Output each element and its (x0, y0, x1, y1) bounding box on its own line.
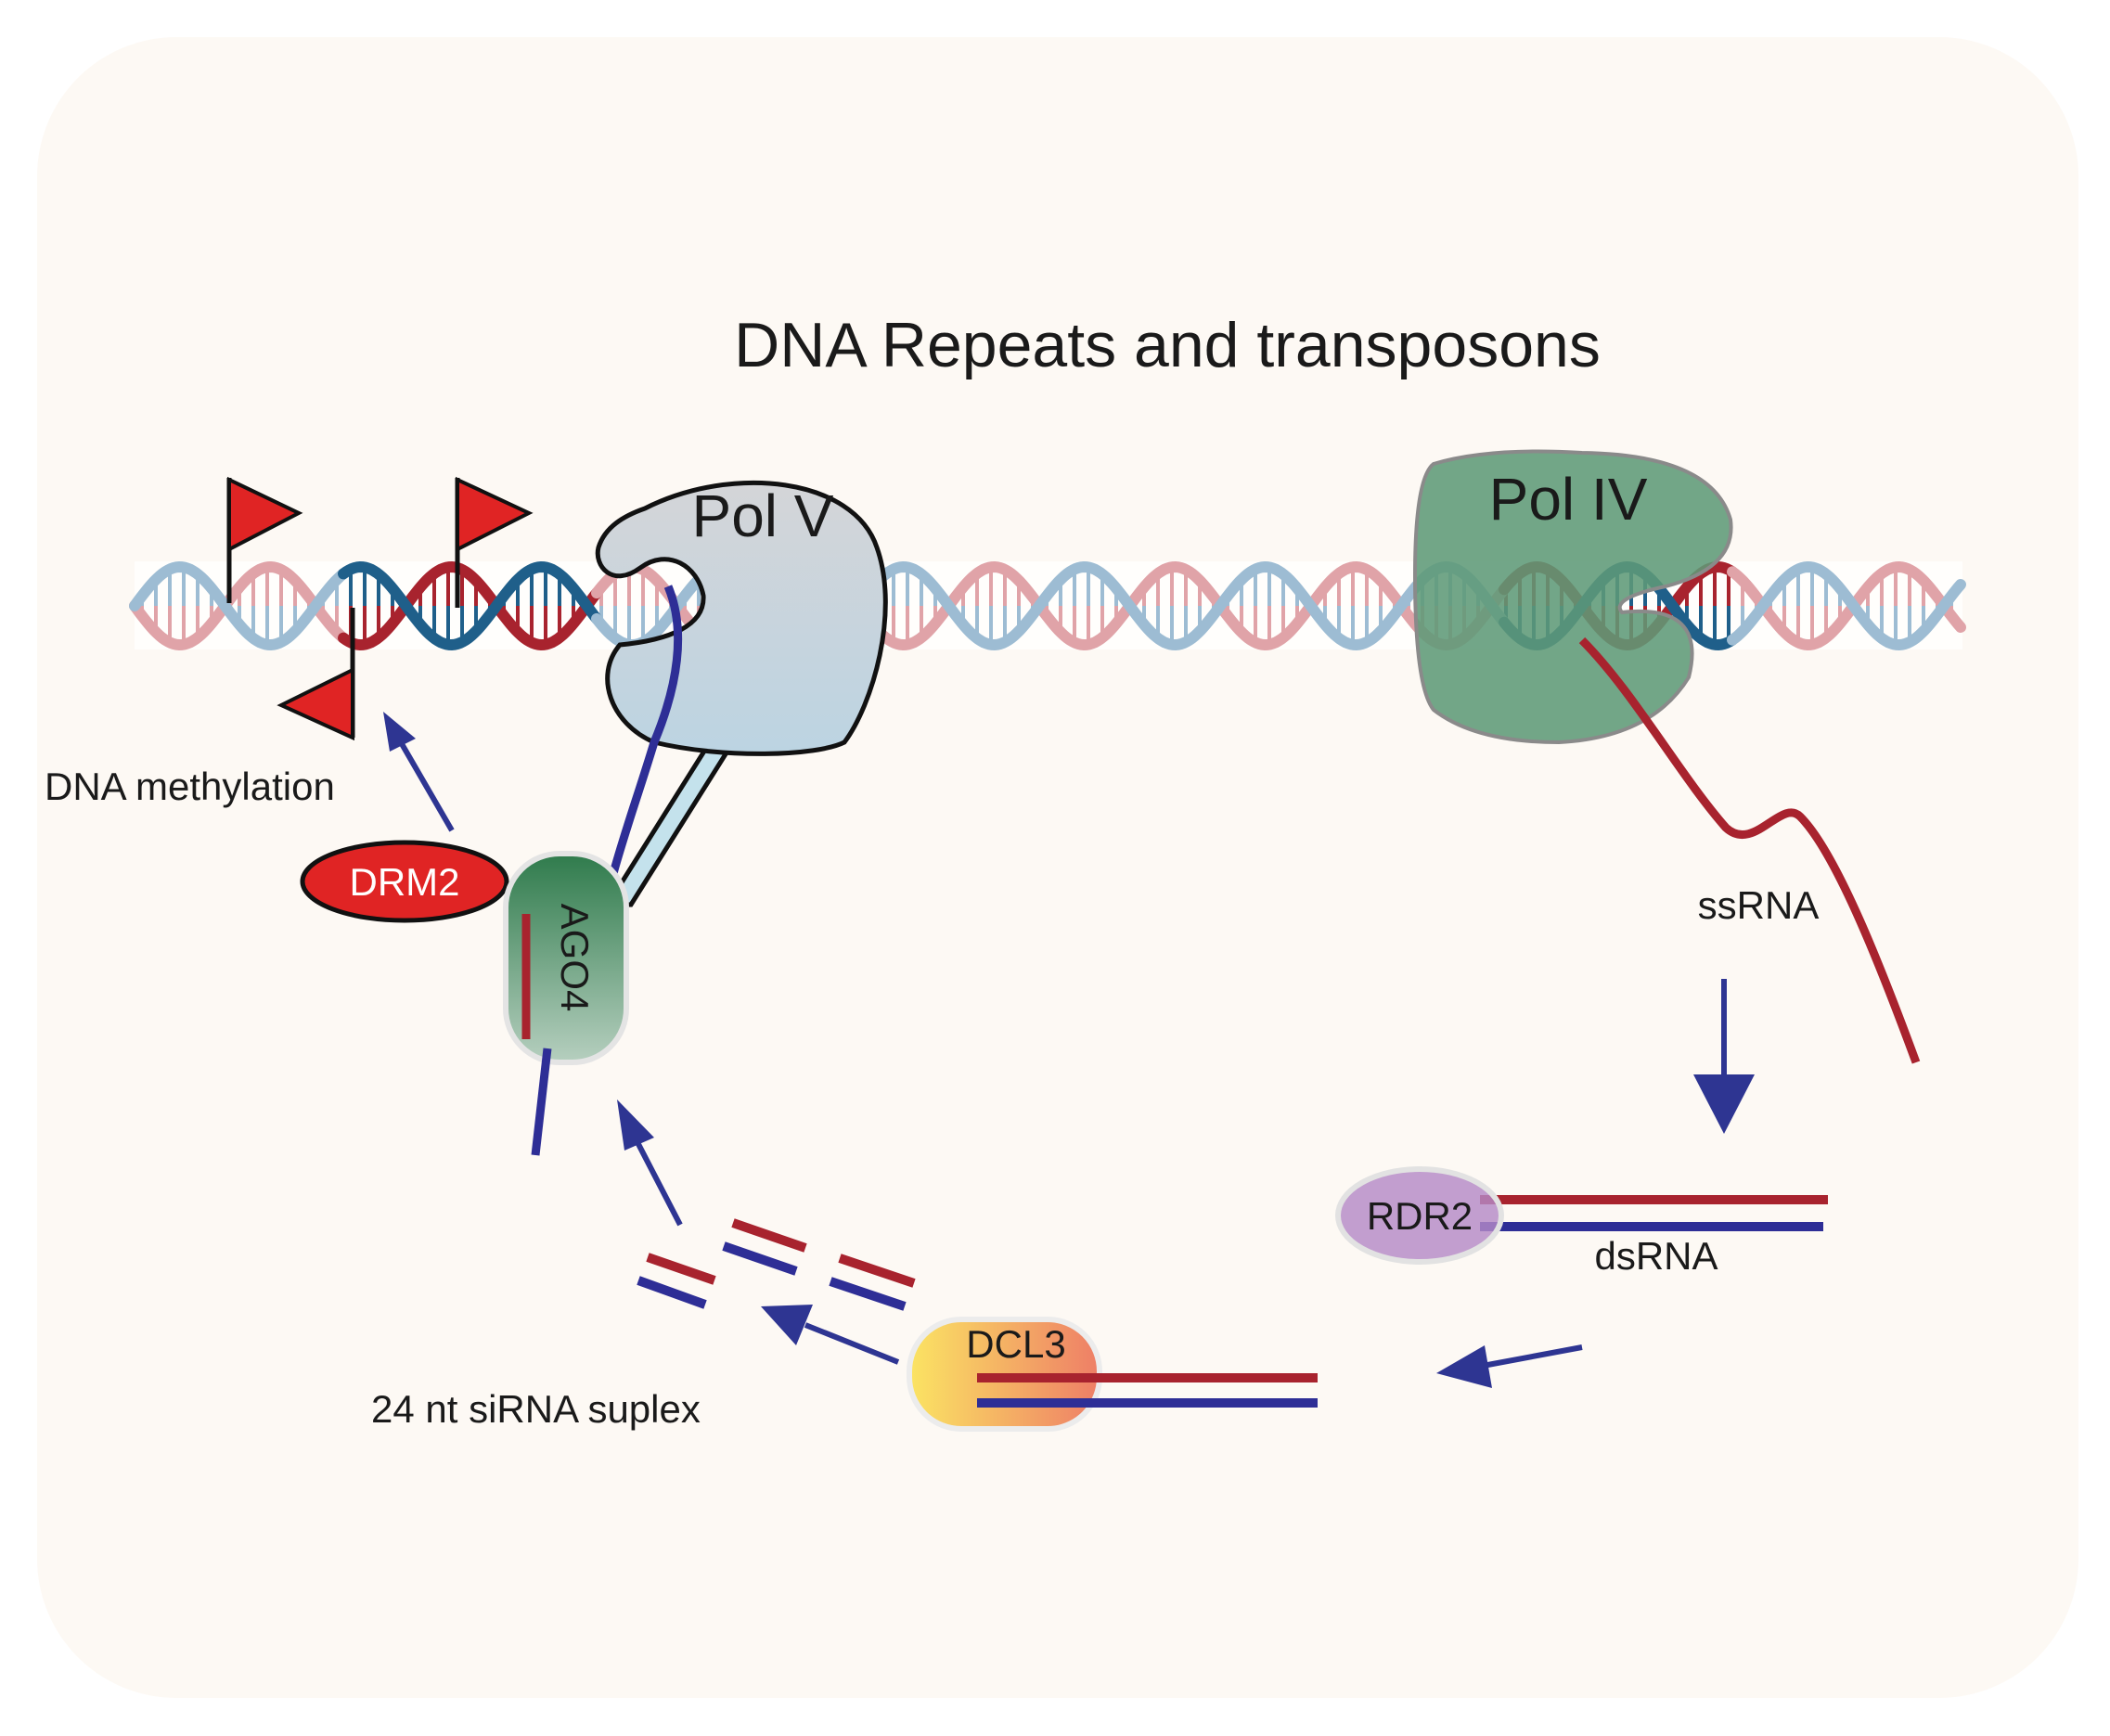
pol-v-complex: Pol V (595, 480, 888, 907)
dna-strand-blue (129, 560, 349, 651)
dcl3-label: DCL3 (966, 1322, 1065, 1366)
rdr2-label: RDR2 (1367, 1194, 1473, 1238)
sirna-duplex (829, 1254, 916, 1311)
dna-strand-red (1727, 560, 1966, 651)
methylation-flags (226, 476, 534, 741)
pol-iv-enzyme (1412, 449, 1733, 745)
rdr2-protein (1335, 1166, 1504, 1265)
drm2-protein: DRM2 (300, 840, 509, 923)
pol-v-transcript (608, 585, 683, 879)
ago4-protein: AGO4 (503, 851, 629, 1156)
dsrna-label: dsRNA (1594, 1234, 1718, 1278)
sirna-duplexes (637, 1218, 916, 1311)
ssrna-arrow-icon (1693, 979, 1755, 1134)
dna-methylation-label: DNA methylation (45, 765, 335, 808)
dcl3-to-sirna-arrow-icon (761, 1305, 900, 1365)
ssrna-strand (1578, 637, 1921, 1064)
dna-strand-red (129, 560, 349, 651)
dna-strand-blue (1727, 560, 1966, 651)
pol-iv-complex: Pol IV (1412, 449, 1921, 1064)
methyl-flag-icon (226, 476, 303, 603)
methylation-arrow-icon (383, 712, 455, 832)
sirna-duplex-label: 24 nt siRNA suplex (371, 1387, 701, 1431)
pol-v-label: Pol V (692, 482, 834, 549)
dcl3-complex: DCL3 (907, 1317, 1318, 1432)
dna-strand-blue (338, 560, 602, 651)
rdr2-complex: RDR2 (1335, 1166, 1828, 1265)
dna-strand-red (338, 560, 602, 651)
methyl-flag-icon (277, 608, 355, 741)
diagram-title: DNA Repeats and transposons (734, 310, 1601, 380)
dsrna-to-dcl3-arrow-icon (1436, 1344, 1583, 1388)
methyl-flag-icon (455, 476, 534, 608)
sirna-duplex (637, 1253, 716, 1309)
sirna-to-ago4-arrow-icon (617, 1099, 683, 1227)
ssrna-label: ssRNA (1698, 883, 1820, 927)
drm2-label: DRM2 (349, 860, 459, 904)
ago4-label: AGO4 (553, 904, 597, 1012)
sirna-duplex (722, 1218, 807, 1276)
pol-iv-label: Pol IV (1489, 466, 1648, 533)
